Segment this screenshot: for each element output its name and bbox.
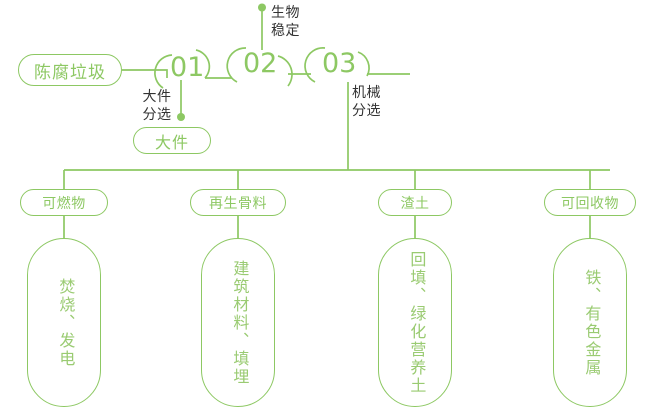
node-category-recycled-aggregate[interactable]: 再生骨料 bbox=[190, 189, 286, 216]
annotation-stage-03: 机械 分选 bbox=[352, 84, 381, 118]
node-category-combustible[interactable]: 可燃物 bbox=[20, 189, 108, 216]
outcome-box-combustible[interactable]: 焚烧、发电 bbox=[27, 238, 101, 407]
node-bulky-output[interactable]: 大件 bbox=[133, 127, 211, 154]
node-root-waste[interactable]: 陈腐垃圾 bbox=[18, 54, 122, 86]
annotation-stage-01: 大件 分选 bbox=[142, 88, 172, 122]
arc-01-right bbox=[195, 49, 211, 79]
arc-02-left bbox=[226, 47, 247, 83]
arc-03-right bbox=[357, 51, 370, 77]
dot-bulky bbox=[177, 113, 185, 121]
arc-03-left bbox=[304, 47, 326, 83]
outcome-box-recyclable[interactable]: 铁、有色金属 bbox=[553, 238, 627, 407]
arc-01-left bbox=[154, 54, 173, 89]
outcome-text-slag-soil: 回填、绿化营养土 bbox=[407, 250, 425, 395]
node-category-recyclable[interactable]: 可回收物 bbox=[544, 189, 636, 216]
stage-number-03[interactable]: 03 bbox=[322, 48, 357, 79]
outcome-text-combustible: 焚烧、发电 bbox=[56, 277, 74, 368]
dot-biostable bbox=[258, 3, 266, 12]
annotation-stage-02: 生物 稳定 bbox=[271, 4, 300, 38]
node-category-slag-soil[interactable]: 渣土 bbox=[378, 189, 452, 216]
stage-number-01[interactable]: 01 bbox=[170, 52, 205, 83]
outcome-box-recycled-aggregate[interactable]: 建筑材料、填埋 bbox=[201, 238, 275, 407]
outcome-text-recyclable: 铁、有色金属 bbox=[582, 268, 600, 377]
arc-02-right bbox=[277, 55, 293, 87]
outcome-box-slag-soil[interactable]: 回填、绿化营养土 bbox=[378, 238, 452, 407]
stage-number-02[interactable]: 02 bbox=[243, 48, 278, 79]
wire-root-to-01 bbox=[122, 69, 168, 78]
outcome-text-recycled-aggregate: 建筑材料、填埋 bbox=[230, 259, 248, 386]
